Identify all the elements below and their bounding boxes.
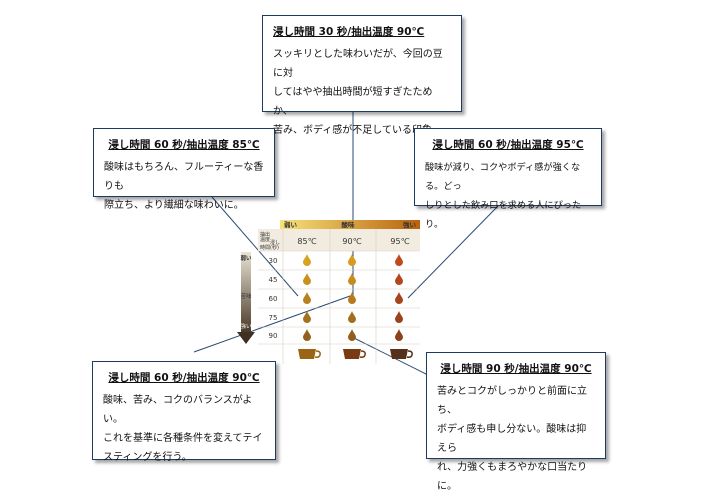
bitterness-strong-label: 強い <box>240 322 252 330</box>
callout-body: スッキリとした味わいだが、今回の豆に対 してはやや抽出時間が短すぎたためか、 苦… <box>273 45 451 140</box>
connector-right <box>407 205 499 299</box>
callout-line: しりとした飲み口を求める人にぴったり。 <box>425 200 582 230</box>
coffee-drop-icon <box>303 254 311 266</box>
callout-body: 酸味はもちろん、フルーティーな香りも 際立ち、より繊細な味わいに。 <box>104 158 264 215</box>
coffee-drop-icon <box>348 254 356 266</box>
cup-icon <box>298 349 316 359</box>
callout-title: 浸し時間 60 秒/抽出温度 95℃ <box>432 139 584 151</box>
cup-95 <box>390 349 413 359</box>
callout-line: 酸味はもちろん、フルーティーな香りも <box>104 162 264 192</box>
time-75-label: 75 <box>269 314 278 322</box>
callout-body: 酸味が減り、コクやボディ感が強くなる。どっ しりとした飲み口を求める人にぴったり… <box>425 158 591 234</box>
callout-line: ボディ感も申し分ない。酸味は抑えら <box>437 424 587 454</box>
taste-matrix: 弱い 酸味 強い 抽出 温度 浸し 時間(秒) 85℃ 90℃ 95℃ 弱い 苦… <box>237 220 420 364</box>
callout-line: 酸味、苦み、コクのバランスがよい。 <box>103 395 253 425</box>
coffee-drop-icon <box>348 329 356 341</box>
connector-bottom-left <box>193 295 351 353</box>
callout-line: 酸味が減り、コクやボディ感が強くなる。どっ <box>425 162 581 192</box>
acidity-label: 酸味 <box>342 220 356 229</box>
coffee-drops <box>303 254 403 341</box>
corner-label: 時間(秒) <box>260 244 279 251</box>
coffee-drop-icon <box>395 311 403 323</box>
callout-body: 苦みとコクがしっかりと前面に立ち、 ボディ感も申し分ない。酸味は抑えら れ、力強… <box>437 382 595 496</box>
cup-handle <box>359 350 366 358</box>
callout-title: 浸し時間 60 秒/抽出温度 85℃ <box>108 139 260 151</box>
callout-30s-90c: 浸し時間 30 秒/抽出温度 90℃ スッキリとした味わいだが、今回の豆に対 し… <box>262 15 462 136</box>
cup-icon <box>343 349 361 359</box>
coffee-drop-icon <box>395 329 403 341</box>
temp-90-label: 90℃ <box>342 237 361 246</box>
time-45-label: 45 <box>269 276 278 284</box>
acidity-strong-label: 強い <box>403 220 417 229</box>
callout-60s-95c: 浸し時間 60 秒/抽出温度 95℃ 酸味が減り、コクやボディ感が強くなる。どっ… <box>414 128 602 230</box>
temp-95-label: 95℃ <box>390 237 409 246</box>
cup-handle <box>314 350 321 358</box>
callout-line: スッキリとした味わいだが、今回の豆に対 <box>273 49 443 79</box>
coffee-drop-icon <box>348 311 356 323</box>
callout-60s-90c: 浸し時間 60 秒/抽出温度 90℃ 酸味、苦み、コクのバランスがよい。 これを… <box>92 361 276 463</box>
callout-line: これを基準に各種条件を変えてテイ <box>103 433 263 444</box>
callout-90s-90c: 浸し時間 90 秒/抽出温度 90℃ 苦みとコクがしっかりと前面に立ち、 ボディ… <box>426 352 606 492</box>
callout-title: 浸し時間 30 秒/抽出温度 90℃ <box>273 26 425 38</box>
coffee-drop-icon <box>303 329 311 341</box>
coffee-drop-icon <box>395 273 403 285</box>
callout-line: れ、力強くもまろやかな口当たりに。 <box>437 462 588 492</box>
callout-60s-85c: 浸し時間 60 秒/抽出温度 85℃ 酸味はもちろん、フルーティーな香りも 際立… <box>93 128 275 211</box>
acidity-bar <box>280 220 420 229</box>
callout-title: 浸し時間 60 秒/抽出温度 90℃ <box>108 372 260 384</box>
cup-90 <box>343 349 366 359</box>
callout-line: してはやや抽出時間が短すぎたためか、 <box>273 87 433 117</box>
callout-line: 苦み、ボディ感が不足している印象。 <box>273 125 442 136</box>
acidity-weak-label: 弱い <box>284 220 298 229</box>
bitterness-arrow-head <box>237 332 255 344</box>
time-90-label: 90 <box>269 332 278 340</box>
temp-85-label: 85℃ <box>297 237 316 246</box>
coffee-drop-icon <box>395 292 403 304</box>
bitterness-weak-label: 弱い <box>240 254 252 262</box>
coffee-drop-icon <box>303 292 311 304</box>
coffee-drop-icon <box>303 273 311 285</box>
cup-handle <box>406 350 413 358</box>
callout-title: 浸し時間 90 秒/抽出温度 90℃ <box>440 363 592 375</box>
corner-label: 抽出 <box>260 231 270 238</box>
coffee-drop-icon <box>395 254 403 266</box>
callout-line: 苦みとコクがしっかりと前面に立ち、 <box>437 386 587 416</box>
corner-label: 温度 <box>260 236 270 243</box>
cup-85 <box>298 349 321 359</box>
matrix-grid <box>258 229 420 364</box>
cup-icon <box>390 349 408 359</box>
time-60-label: 60 <box>269 295 278 303</box>
coffee-drop-icon <box>348 292 356 304</box>
bitterness-bar <box>241 252 251 332</box>
matrix-header-bg <box>258 229 420 251</box>
callout-line: スティングを行う。 <box>103 452 192 463</box>
bitterness-label: 苦味 <box>240 292 252 300</box>
coffee-drop-icon <box>303 311 311 323</box>
callout-line: 際立ち、より繊細な味わいに。 <box>104 200 244 211</box>
time-30-label: 30 <box>269 257 278 265</box>
callout-body: 酸味、苦み、コクのバランスがよい。 これを基準に各種条件を変えてテイ スティング… <box>103 391 265 467</box>
coffee-drop-icon <box>348 273 356 285</box>
connector-left <box>211 196 299 297</box>
corner-label: 浸し <box>270 239 280 246</box>
